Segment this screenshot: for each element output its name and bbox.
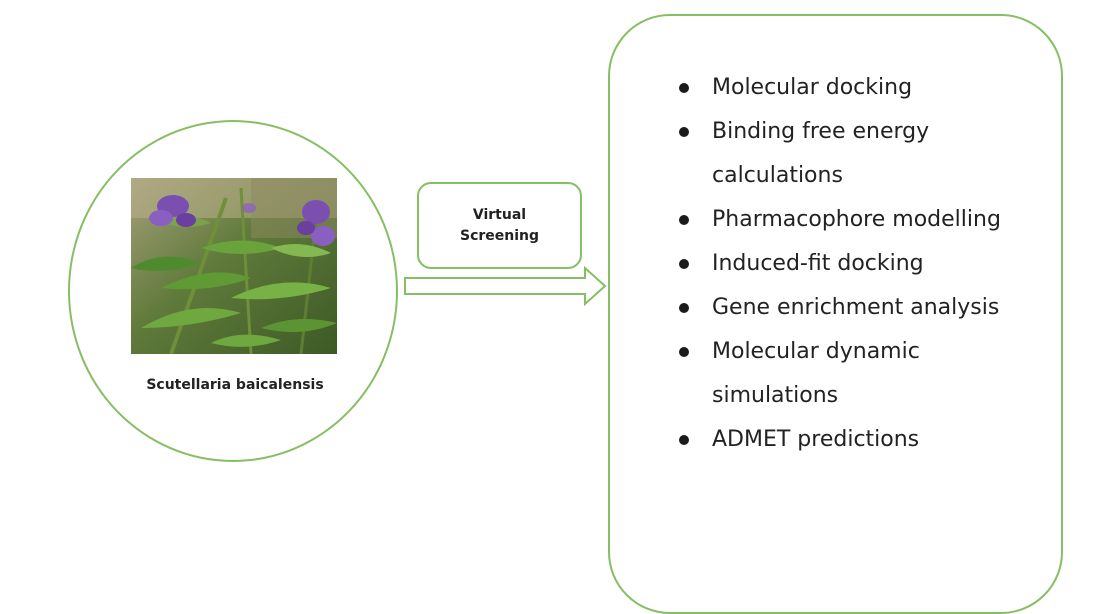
bullet-icon <box>679 127 689 137</box>
plant-circle <box>68 120 398 462</box>
arrow-right-icon <box>404 266 607 306</box>
method-item: Binding free energy calculations <box>676 110 1006 198</box>
bullet-icon <box>679 435 689 445</box>
method-item: ADMET predictions <box>676 418 1006 462</box>
methods-list: Molecular docking Binding free energy ca… <box>676 66 1006 462</box>
method-item: Molecular docking <box>676 66 1006 110</box>
method-label: Molecular docking <box>712 75 913 100</box>
plant-name-label: Scutellaria baicalensis <box>146 377 324 393</box>
method-item: Molecular dynamic simulations <box>676 330 1006 418</box>
virtual-screening-box: Virtual Screening <box>417 182 582 269</box>
method-label: Molecular dynamic simulations <box>712 339 920 408</box>
method-item: Gene enrichment analysis <box>676 286 1006 330</box>
method-label: Pharmacophore modelling <box>712 207 1001 232</box>
diagram-canvas: Scutellaria baicalensis Virtual Screenin… <box>68 14 1063 614</box>
method-item: Induced-fit docking <box>676 242 1006 286</box>
bullet-icon <box>679 259 689 269</box>
virtual-screening-line-2: Screening <box>459 227 540 244</box>
method-label: Induced-fit docking <box>712 251 924 276</box>
method-label: ADMET predictions <box>712 427 920 452</box>
method-label: Gene enrichment analysis <box>712 295 1000 320</box>
bullet-icon <box>679 347 689 357</box>
bullet-icon <box>679 303 689 313</box>
virtual-screening-line-1: Virtual <box>472 206 527 223</box>
method-label: Binding free energy calculations <box>712 119 930 188</box>
bullet-icon <box>679 215 689 225</box>
plant-photo <box>131 178 337 354</box>
bullet-icon <box>679 83 689 93</box>
method-item: Pharmacophore modelling <box>676 198 1006 242</box>
